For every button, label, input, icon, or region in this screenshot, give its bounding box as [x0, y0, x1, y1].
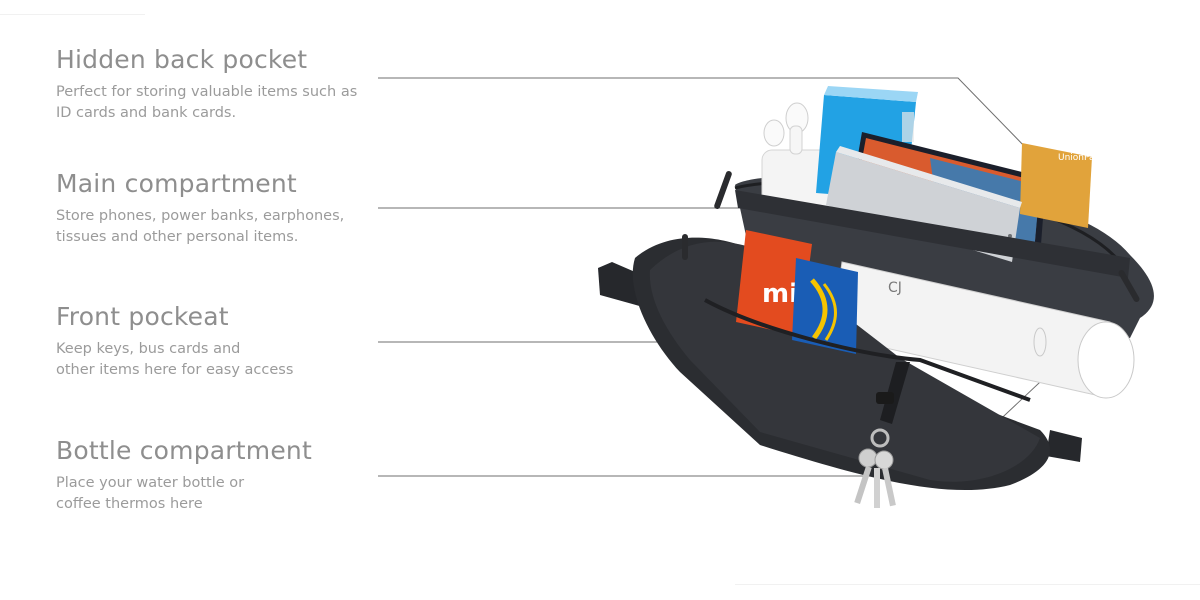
- transit-card: [792, 258, 858, 354]
- bag-front-lip: [704, 298, 1031, 402]
- feature-title: Bottle compartment: [56, 436, 312, 465]
- feature-front-pocket: Front pockeat Keep keys, bus cards and o…: [56, 301, 376, 381]
- feature-hidden-back-pocket: Hidden back pocket Perfect for storing v…: [56, 44, 376, 124]
- feature-description: Keep keys, bus cards and other items her…: [56, 341, 294, 378]
- bag-back-rim: [735, 190, 1130, 278]
- feature-description: Perfect for storing valuable items such …: [56, 84, 358, 121]
- feature-title: Front pockeat: [56, 302, 229, 331]
- earbuds-case: [761, 102, 835, 211]
- brand-logo: mi: [762, 279, 798, 309]
- leader-line-back-pocket: [378, 77, 1031, 153]
- feature-title: Main compartment: [56, 169, 297, 198]
- key-strap: [880, 362, 910, 424]
- feature-title: Hidden back pocket: [56, 45, 308, 74]
- bottle-label: CJ: [888, 280, 902, 296]
- card-brand-label: UnionPay: [1058, 153, 1101, 163]
- water-bottle: CJ: [831, 261, 1135, 399]
- key-clip-buckle: [876, 392, 894, 404]
- feature-bottle-compartment: Bottle compartment Place your water bott…: [56, 435, 376, 515]
- feature-main-compartment: Main compartment Store phones, power ban…: [56, 168, 376, 248]
- bag-strap-right: [1046, 430, 1082, 462]
- top-rule: [0, 14, 145, 15]
- mi-card: mi: [736, 230, 812, 336]
- zipper-pulls: [682, 171, 1140, 302]
- bottom-rule: [735, 584, 1200, 585]
- keys-icon: [854, 428, 896, 508]
- feature-description: Store phones, power banks, earphones, ti…: [56, 208, 345, 245]
- feature-description: Place your water bottle or coffee thermo…: [56, 475, 245, 512]
